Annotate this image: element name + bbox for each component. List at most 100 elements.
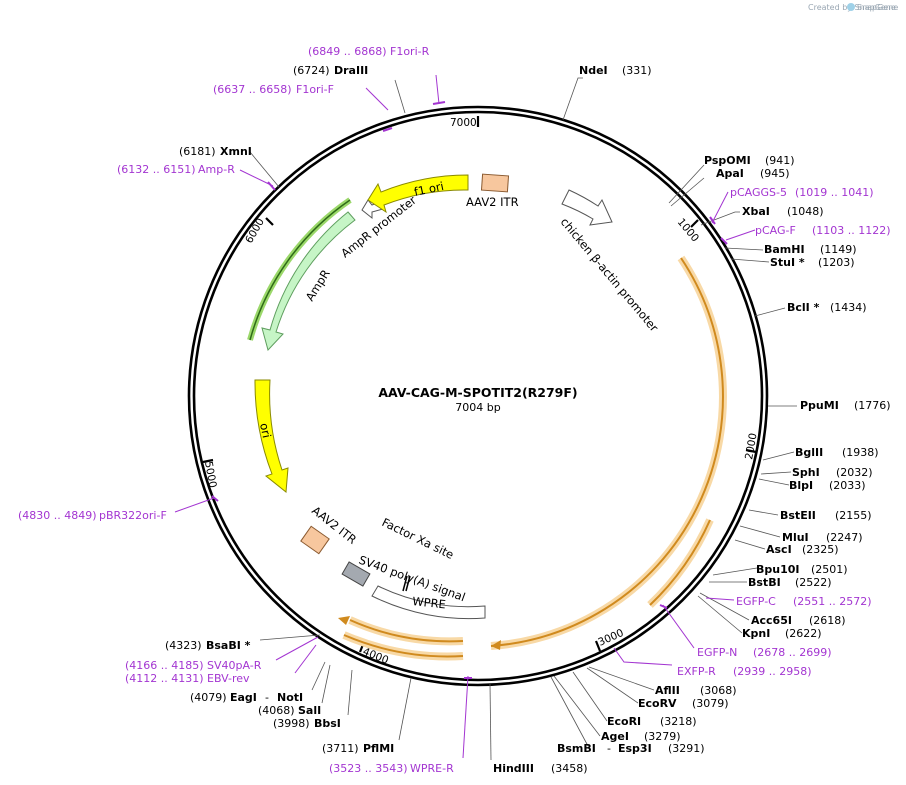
primer-egfpc[interactable]: EGFP-C [736,595,776,608]
svg-text:(1019 .. 1041): (1019 .. 1041) [795,186,874,199]
feature-wpre-box [371,585,486,620]
label-cba-promoter: chicken β-actin promoter [558,215,662,335]
enzyme-bpu10i[interactable]: Bpu10I [756,563,800,576]
enzyme-kpni[interactable]: KpnI [742,627,770,640]
feature-cba-promoter-arrow [561,189,613,226]
primer-sv40par[interactable]: SV40pA-R [207,659,262,672]
enzyme-bstbi[interactable]: BstBI [748,576,781,589]
enzyme-hindiii[interactable]: HindIII [493,762,534,775]
plasmid-length: 7004 bp [455,401,500,414]
enzyme-agei[interactable]: AgeI [601,730,629,743]
svg-text:SnapGene: SnapGene [857,3,898,12]
svg-text:(3279): (3279) [644,730,681,743]
enzyme-esp3i[interactable]: Esp3I [618,742,652,755]
svg-text:(1434): (1434) [830,301,867,314]
enzyme-acc65i[interactable]: Acc65I [751,614,792,627]
svg-text:(3998): (3998) [273,717,310,730]
svg-text:(3523 .. 3543): (3523 .. 3543) [329,762,408,775]
enzyme-asci[interactable]: AscI [766,543,792,556]
enzyme-eagi[interactable]: EagI [230,691,257,704]
feature-sv40-box [341,561,371,587]
enzyme-draiii[interactable]: DraIII [334,64,368,77]
svg-text:(3711): (3711) [322,742,359,755]
svg-text:(2678 .. 2699): (2678 .. 2699) [753,646,832,659]
enzyme-apai[interactable]: ApaI [716,167,744,180]
svg-text:(2032): (2032) [836,466,873,479]
svg-text:(941): (941) [765,154,795,167]
svg-text:(3079): (3079) [692,697,729,710]
svg-text:(1938): (1938) [842,446,879,459]
svg-text:-: - [265,691,269,704]
svg-text:(3291): (3291) [668,742,705,755]
enzyme-bglii[interactable]: BglII [795,446,823,459]
tick-label-2000: 2000 [743,432,759,460]
svg-text:(4323): (4323) [165,639,202,652]
primer-pcaggs5[interactable]: pCAGGS-5 [730,186,787,199]
svg-text:(6724): (6724) [293,64,330,77]
svg-text:(3218): (3218) [660,715,697,728]
svg-text:(1103 .. 1122): (1103 .. 1122) [812,224,891,237]
feature-ampr-arrow [261,211,356,351]
svg-text:(1776): (1776) [854,399,891,412]
enzyme-blpi[interactable]: BlpI [789,479,813,492]
enzyme-bbsi[interactable]: BbsI [314,717,341,730]
backbone-outer [187,105,769,687]
primer-ebvrev[interactable]: EBV-rev [207,672,250,685]
svg-text:(2618): (2618) [809,614,846,627]
feature-ori-arrow [254,379,289,493]
label-f1-ori: f1 ori [413,179,445,199]
enzyme-stui[interactable]: StuI * [770,256,805,269]
backbone-inner [192,110,764,682]
enzyme-mlui[interactable]: MluI [782,531,809,544]
enzyme-xmni[interactable]: XmnI [220,145,252,158]
enzyme-xbai[interactable]: XbaI [742,205,770,218]
primer-pbr322orif[interactable]: pBR322ori-F [99,509,167,522]
enzyme-bcli[interactable]: BclI * [787,301,820,314]
enzyme-ppumi[interactable]: PpuMI [800,399,839,412]
svg-text:(4079): (4079) [190,691,227,704]
feature-f1ori-arrow [367,174,469,214]
plasmid-title: AAV-CAG-M-SPOTIT2(R279F) [378,385,577,400]
primer-lines[interactable] [174,74,756,759]
enzyme-sali[interactable]: SalI [298,704,321,717]
enzyme-ndei[interactable]: NdeI [579,64,608,77]
svg-text:(3458): (3458) [551,762,588,775]
enzyme-bsmbi[interactable]: BsmBI [557,742,596,755]
primer-wprer[interactable]: WPRE-R [410,762,454,775]
enzyme-sphi[interactable]: SphI [792,466,820,479]
enzyme-pspomi[interactable]: PspOMI [704,154,751,167]
enzyme-ecori[interactable]: EcoRI [607,715,641,728]
primer-exfpr[interactable]: EXFP-R [677,665,716,678]
primer-f1orif[interactable]: F1ori-F [296,83,334,96]
label-wpre: WPRE [412,594,447,611]
svg-text:(6637 .. 6658): (6637 .. 6658) [213,83,292,96]
enzyme-aflii[interactable]: AflII [655,684,680,697]
svg-text:-: - [607,742,611,755]
feature-factorxa-mark [405,575,411,592]
label-aav2-itr-top: AAV2 ITR [466,195,519,209]
label-factor-xa: Factor Xa site [380,515,456,562]
enzyme-noti[interactable]: NotI [277,691,303,704]
enzyme-pflmi[interactable]: PflMI [363,742,394,755]
enzyme-bsteii[interactable]: BstEII [780,509,816,522]
primer-ampr[interactable]: Amp-R [198,163,235,176]
enzyme-ndei-pos: (331) [622,64,652,77]
svg-text:(1203): (1203) [818,256,855,269]
primer-pcagf[interactable]: pCAG-F [755,224,796,237]
enzyme-bamhi[interactable]: BamHI [764,243,805,256]
svg-text:(2551 .. 2572): (2551 .. 2572) [793,595,872,608]
svg-text:(1149): (1149) [820,243,857,256]
feature-itr-bottom [300,525,330,555]
enzyme-ecorv[interactable]: EcoRV [638,697,677,710]
svg-text:(6181): (6181) [179,145,216,158]
label-ori: ori [257,422,274,440]
svg-text:(2501): (2501) [811,563,848,576]
enzyme-bsabi[interactable]: BsaBI * [206,639,251,652]
label-ampr: AmpR [303,267,333,304]
svg-text:(1048): (1048) [787,205,824,218]
svg-text:(2155): (2155) [835,509,872,522]
primer-f1orir[interactable]: F1ori-R [390,45,430,58]
svg-text:(4112 .. 4131): (4112 .. 4131) [125,672,204,685]
primer-egfpn[interactable]: EGFP-N [697,646,737,659]
